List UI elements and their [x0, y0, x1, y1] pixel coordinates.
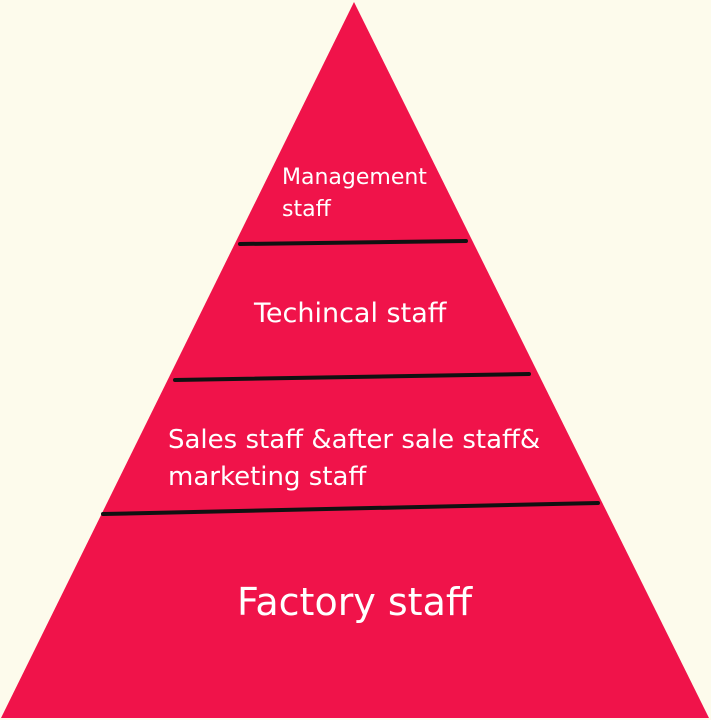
tier-label-sales-line-1: Sales staff &after sale staff& [168, 425, 540, 455]
tier-label-factory: Factory staff [237, 580, 473, 624]
tier-divider-1 [238, 239, 468, 246]
tier-label-technical-line-1: Techincal staff [253, 298, 448, 329]
tier-label-factory-line-1: Factory staff [237, 580, 473, 624]
tier-label-management: Management staff [282, 165, 434, 222]
tier-label-sales: Sales staff &after sale staff& marketing… [168, 425, 548, 492]
tier-label-management-line-2: staff [282, 197, 332, 222]
tier-divider-2 [173, 372, 531, 382]
tier-divider-3 [101, 501, 600, 516]
tier-label-sales-line-2: marketing staff [168, 462, 367, 492]
tier-label-technical: Techincal staff [253, 298, 448, 329]
tier-label-management-line-1: Management [282, 165, 427, 190]
